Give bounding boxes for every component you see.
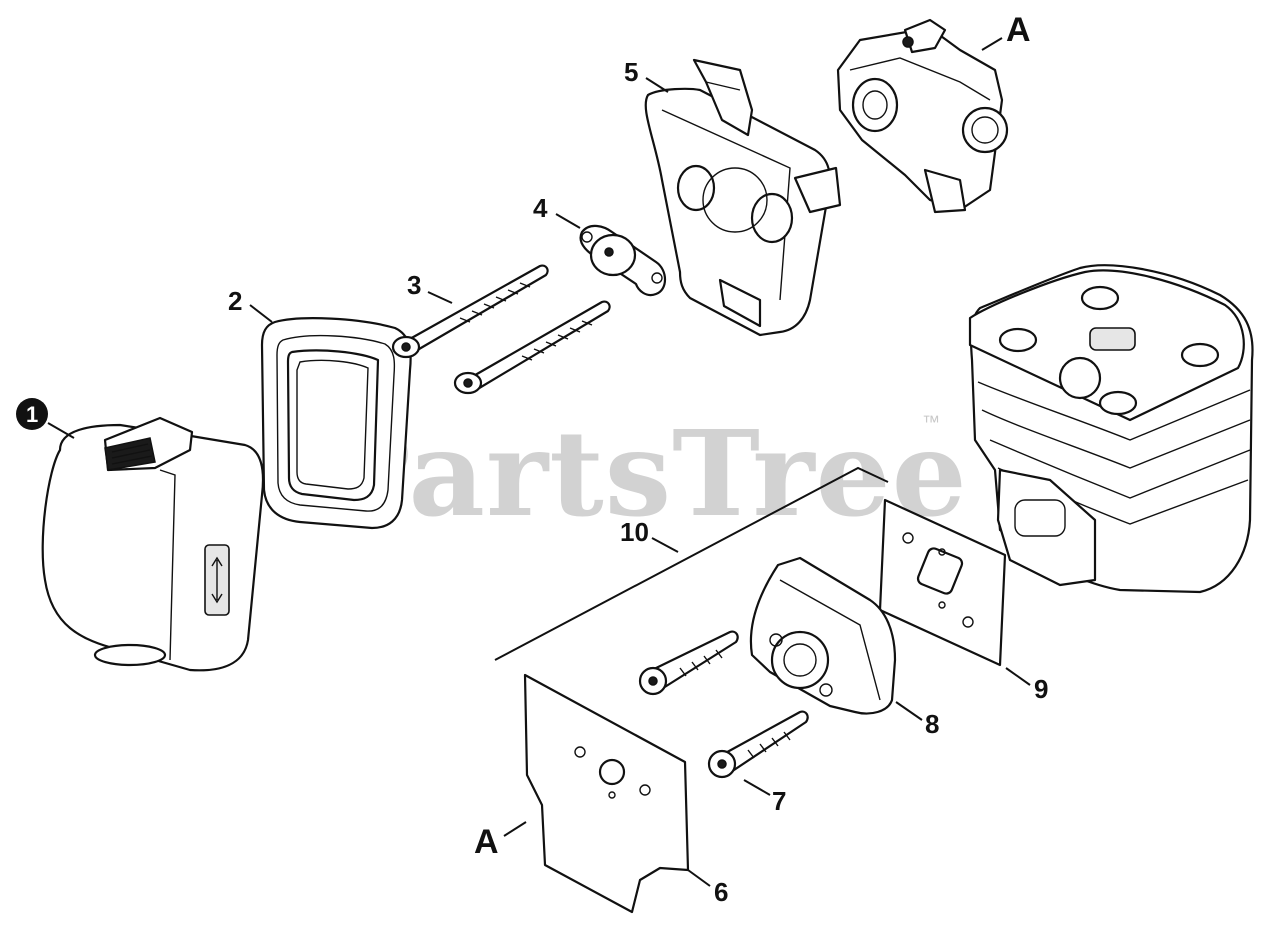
cylinder[interactable] [968,264,1254,594]
leader-line-8 [895,701,923,721]
part-4-spacer[interactable] [579,224,667,297]
callout-7: 7 [772,786,786,816]
carburetor[interactable] [836,18,1009,214]
callout-6: 6 [714,877,728,907]
part-6-gasket-plate[interactable] [523,673,690,914]
watermark: PartsTree [322,404,968,543]
part-10-kit-bracket [494,466,889,661]
watermark-trademark: ™ [922,412,940,432]
part-1-air-filter-cover[interactable] [41,416,265,672]
leader-line-3 [427,291,453,304]
part-2-air-filter[interactable] [260,317,412,530]
leader-line-4 [555,213,581,229]
part-3-bolts[interactable] [391,264,611,395]
callout-2: 2 [228,286,242,316]
leader-line-9 [1005,667,1031,686]
callout-a-top: A [1006,11,1031,49]
callout-4: 4 [533,193,548,223]
part-9-gasket[interactable] [878,498,1007,667]
leader-line-a-bottom [503,821,527,837]
callout-9: 9 [1034,674,1048,704]
leader-line-5 [645,77,669,93]
leader-line-1 [47,422,75,439]
leader-line-6 [687,869,711,887]
callout-5: 5 [624,57,638,87]
part-7-bolts[interactable] [638,630,809,779]
callout-1-marker [16,398,48,430]
callout-10: 10 [620,517,649,547]
leader-line-2 [249,304,273,323]
callout-1: 1 [26,402,38,427]
callout-8: 8 [925,709,939,739]
leader-line-10 [651,537,679,553]
part-5-air-box[interactable] [644,58,842,337]
leader-line-a-top [981,37,1003,51]
callout-a-bottom: A [474,823,499,861]
callout-3: 3 [407,270,421,300]
part-8-insulator[interactable] [749,556,897,715]
leader-line-7 [743,779,771,796]
